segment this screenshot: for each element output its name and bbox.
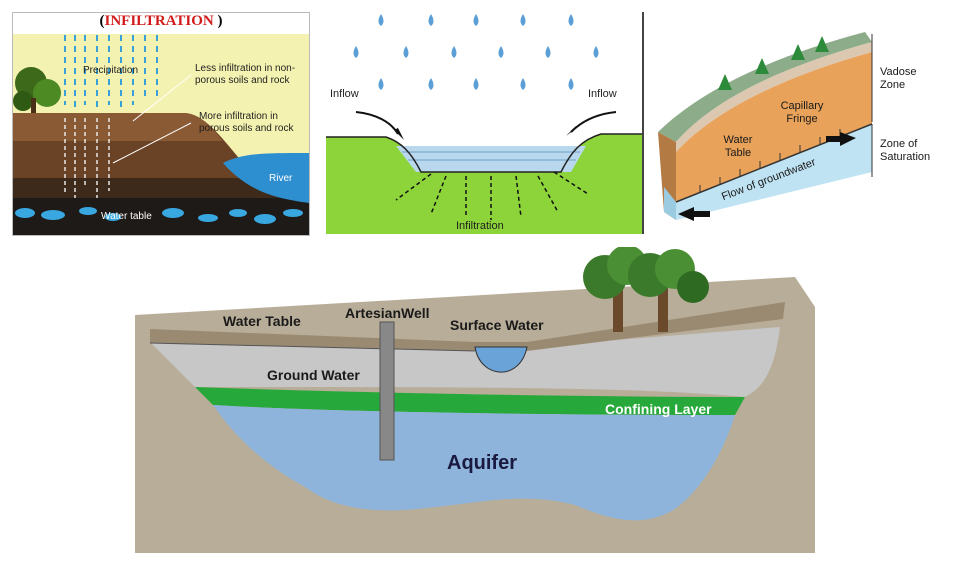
inflow-right-label: Inflow [588,88,617,100]
confining-layer-label: Confining Layer [605,401,712,417]
less-infiltration-label: Less infiltration in non-porous soils an… [195,63,296,86]
precipitation-label: Precipitation [83,65,139,76]
infiltration-title: (INFILTRATION ) [13,13,309,34]
infiltration-illustration [13,35,309,235]
inflow-left-label: Inflow [330,88,359,100]
more-infiltration-label: More infiltration in porous soils and ro… [199,111,294,134]
rain-icon [64,35,158,108]
surface-water-label: Surface Water [450,317,544,333]
pond-infiltration-panel: Inflow Inflow Infiltration [326,12,644,234]
artesian-well-label: ArtesianWell [345,305,430,321]
capillary-fringe-label: Capillary Fringe [780,100,824,125]
soil-block-illustration [658,32,873,221]
aquifer-panel: Water Table ArtesianWell Surface Water G… [135,247,815,553]
infiltration-panel: (INFILTRATION ) Precipitation Less infil… [12,12,310,236]
aquifer-label: Aquifer [447,452,517,474]
water-table-label: Water Table [723,134,753,159]
vadose-zone-label: Vadose Zone [880,66,917,91]
tree-icons [718,36,829,90]
water-table-label: Water table [101,211,152,222]
artesian-well-icon [379,321,395,461]
infiltration-arrows [64,118,110,198]
pond-illustration [326,14,642,234]
ground-water-label: Ground Water [267,367,360,383]
zone-of-saturation-label: Zone of Saturation [880,138,931,163]
river-label: River [269,173,293,184]
infiltration-arrows [395,171,589,220]
soil-zones-panel: Vadose Zone Capillary Fringe Water Table… [650,12,950,234]
bush-icon [13,67,61,113]
tree-icons [583,247,709,332]
aquifer-cross-section [135,247,815,553]
water-table-label: Water Table [223,313,301,329]
raindrop-icons [353,14,599,90]
infiltration-label: Infiltration [456,220,504,232]
water-table-blobs [15,207,303,224]
